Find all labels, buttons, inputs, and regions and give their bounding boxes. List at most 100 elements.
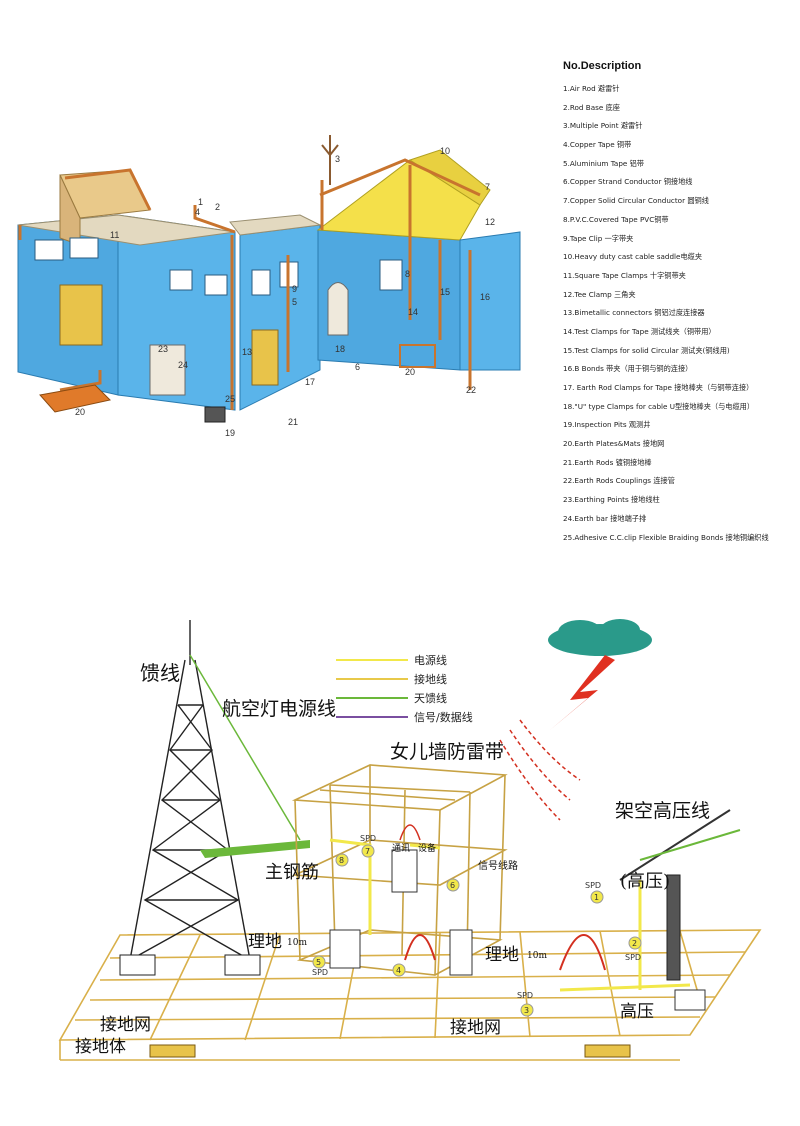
- callout-2: 2: [215, 202, 220, 212]
- callout-22: 22: [466, 385, 476, 395]
- callout-5: 5: [292, 297, 297, 307]
- callout-14: 14: [408, 307, 418, 317]
- earth-mat-right: [399, 344, 436, 368]
- spd-label-2: SPD: [625, 953, 641, 962]
- main-rebar-bar: [200, 840, 310, 858]
- label-main-rebar: 主钢筋: [265, 862, 319, 883]
- callout-4: 4: [195, 207, 200, 217]
- label-hv: 高压: [620, 1002, 654, 1022]
- copper-conductors: [18, 158, 481, 410]
- description-item: 7.Copper Solid Circular Conductor 圆铜线: [563, 196, 709, 206]
- spd-number-2: 2: [632, 939, 637, 948]
- legend-feeder: 天馈线: [414, 691, 447, 705]
- description-item: 20.Earth Plates&Mats 接地网: [563, 439, 665, 449]
- tower-base-right: [224, 954, 261, 976]
- description-item: 4.Copper Tape 铜带: [563, 140, 632, 150]
- spd-label-3: SPD: [517, 991, 533, 1000]
- callout-20b: 20: [405, 367, 415, 377]
- callout-18: 18: [335, 344, 345, 354]
- label-dist-left: 10m: [287, 938, 307, 948]
- tower-base-left: [119, 954, 156, 976]
- legend-power: 电源线: [414, 653, 447, 667]
- callout-9: 9: [292, 284, 297, 294]
- description-item: 5.Aluminium Tape 铝带: [563, 158, 644, 168]
- description-item: 16.B Bonds 带夹（用于铜与铜的连接）: [563, 364, 693, 374]
- lightning-bolt-icon: [550, 655, 615, 730]
- legend-ground: 接地线: [414, 672, 447, 686]
- hv-pole: [666, 874, 681, 981]
- air-rod-icon: [321, 135, 339, 185]
- label-aviation-light: 航空灯电源线: [222, 698, 336, 720]
- callout-25: 25: [225, 394, 235, 404]
- label-grid-mid: 接地网: [450, 1018, 501, 1038]
- label-feeder: 馈线: [140, 661, 180, 685]
- description-item: 12.Tee Clamp 三角夹: [563, 289, 636, 299]
- legend: 电源线 接地线 天馈线 信号/数据线: [336, 653, 473, 724]
- spd-markers: 1 SPD 2 SPD 3 SPD 4 5 SPD 6 7 SPD 8: [312, 834, 642, 1017]
- label-equipment: 设备: [418, 842, 436, 854]
- description-item: 25.Adhesive C.C.clip Flexible Braiding B…: [563, 532, 769, 542]
- description-item: 6.Copper Strand Conductor 铜接地线: [563, 177, 693, 187]
- right-cabinet: [449, 929, 473, 976]
- description-item: 8.P.V.C.Covered Tape PVC铜带: [563, 214, 669, 224]
- description-item: 18."U" type Clamps for cable U型接地棒夹（与电缆用…: [563, 401, 755, 411]
- telecom-equipment: [391, 849, 418, 893]
- cloud-icon: [548, 619, 652, 656]
- label-grounding-left: 理地: [248, 932, 282, 952]
- callout-23: 23: [158, 344, 168, 354]
- label-dist-right: 10m: [527, 951, 547, 961]
- label-signal-line: 信号线路: [478, 859, 518, 872]
- spd-number-7: 7: [365, 847, 370, 856]
- callout-8: 8: [405, 269, 410, 279]
- earthing-arc-right: [559, 934, 606, 971]
- label-ground-body: 接地体: [75, 1037, 126, 1057]
- spd-label-1: SPD: [585, 881, 601, 890]
- ground-body-right: [584, 1044, 631, 1058]
- description-item: 10.Heavy duty cast cable saddle电缆夹: [563, 252, 703, 262]
- callout-17: 17: [305, 377, 315, 387]
- distribution-cabinet: [329, 929, 361, 969]
- label-telecom: 通讯: [392, 843, 410, 854]
- hv-line-2: [639, 829, 741, 861]
- inspection-pit: [204, 406, 226, 423]
- description-item: 1.Air Rod 避雷针: [563, 84, 620, 93]
- description-item: 17. Earth Rod Clamps for Tape 接地棒夹（与铜带连接…: [563, 383, 754, 392]
- right-building: [316, 149, 521, 371]
- callout-1: 1: [198, 197, 203, 207]
- label-grounding-right: 理地: [485, 945, 519, 965]
- callout-24: 24: [178, 360, 188, 370]
- description-item: 14.Test Clamps for Tape 测试线夹（铜带用）: [563, 326, 716, 336]
- callout-7: 7: [485, 182, 490, 192]
- description-item: 24.Earth bar 接地端子排: [563, 513, 647, 523]
- label-grid-left: 接地网: [100, 1015, 151, 1035]
- callout-12: 12: [485, 217, 495, 227]
- callout-15: 15: [440, 287, 450, 297]
- description-item: 2.Rod Base 底座: [563, 102, 620, 112]
- description-item: 19.Inspection Pits 观测井: [563, 420, 651, 430]
- lightning-protection-network-diagram: 1 SPD 2 SPD 3 SPD 4 5 SPD 6 7 SPD 8 电源线 …: [58, 619, 762, 1061]
- callout-labels: 1 2 3 4 5 6 7 8 9 10 11 12 13 14 15 16 1…: [75, 146, 495, 438]
- spd-number-5: 5: [316, 958, 321, 967]
- radio-waves-icon: [499, 719, 581, 821]
- legend-signal: 信号/数据线: [414, 710, 473, 724]
- spd-number-6: 6: [450, 881, 455, 890]
- callout-20a: 20: [75, 407, 85, 417]
- description-list: 1.Air Rod 避雷针 2.Rod Base 底座 3.Multiple P…: [563, 82, 795, 549]
- label-overhead-hv: 架空高压线: [615, 800, 710, 822]
- description-item: 13.Bimetallic connectors 铜铝过度连接器: [563, 308, 705, 318]
- spd-label-7: SPD: [360, 834, 376, 843]
- callout-21: 21: [288, 417, 298, 427]
- middle-building: [229, 214, 322, 411]
- spd-number-3: 3: [524, 1006, 529, 1015]
- description-item: 21.Earth Rods 镀铜接地棒: [563, 457, 652, 467]
- lightning-protection-building-illustration: 1 2 3 4 5 6 7 8 9 10 11 12 13 14 15 16 1…: [17, 135, 521, 438]
- spd-label-5: SPD: [312, 968, 328, 977]
- communication-tower: [129, 620, 251, 961]
- spd-number-4: 4: [396, 966, 401, 975]
- ground-grid: [58, 929, 762, 1061]
- earthing-arc-center: [404, 934, 436, 961]
- spd-number-8: 8: [339, 856, 344, 865]
- left-building: [17, 169, 236, 411]
- callout-3: 3: [335, 154, 340, 164]
- feeder-line: [189, 654, 301, 841]
